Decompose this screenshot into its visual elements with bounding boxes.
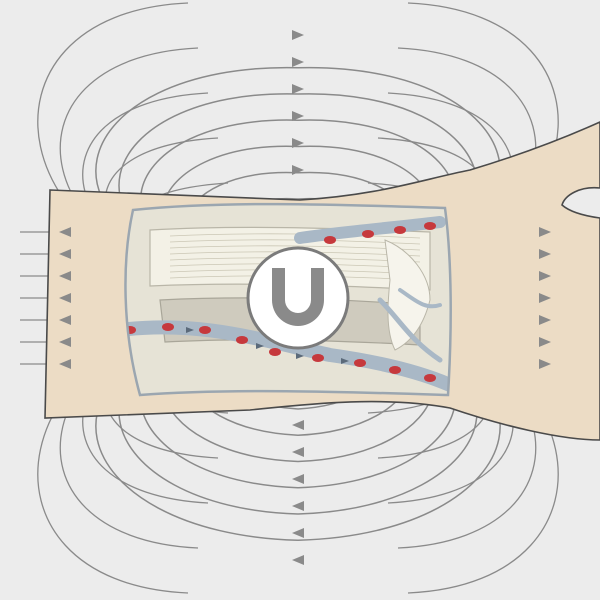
field-arrow-icon — [539, 337, 551, 347]
blood-vessel — [294, 216, 446, 244]
field-arrow-icon — [59, 315, 71, 325]
field-arrow-icon — [292, 138, 304, 148]
field-direction-arrows — [59, 30, 551, 565]
field-arrow-icon — [59, 249, 71, 259]
field-arrow-icon — [539, 249, 551, 259]
field-arrow-icon — [292, 447, 304, 457]
field-arrow-icon — [292, 111, 304, 121]
field-arrow-icon — [292, 474, 304, 484]
field-arrow-icon — [292, 165, 304, 175]
field-arrow-icon — [59, 337, 71, 347]
magnet-icon — [246, 246, 350, 350]
field-arrow-icon — [292, 555, 304, 565]
field-arrow-icon — [292, 528, 304, 538]
field-arrow-icon — [59, 249, 71, 259]
field-arrow-icon — [292, 447, 304, 457]
field-arrow-icon — [539, 359, 551, 369]
field-arrow-icon — [59, 337, 71, 347]
blood-cell — [199, 326, 211, 334]
blood-cell — [424, 222, 436, 230]
field-arrow-icon — [539, 227, 551, 237]
field-arrow-icon — [292, 138, 304, 148]
field-arrow-icon — [539, 271, 551, 281]
field-arrow-icon — [539, 227, 551, 237]
field-arrow-icon — [539, 249, 551, 259]
blood-cell — [269, 348, 281, 356]
cross-section-outline — [124, 202, 452, 397]
field-arrow-icon — [292, 57, 304, 67]
field-arrow-icon — [292, 57, 304, 67]
magnet-u-shape — [272, 268, 324, 326]
field-arrow-icon — [539, 337, 551, 347]
blood-cell — [354, 359, 366, 367]
blood-cell — [362, 230, 374, 238]
field-arrow-icon — [539, 315, 551, 325]
blood-cell — [424, 374, 436, 382]
field-arrow-icon — [539, 293, 551, 303]
blood-vessels — [125, 216, 451, 392]
blood-flow-arrow-icon — [256, 343, 264, 349]
field-arrow-icon — [292, 420, 304, 430]
field-arrow-icon — [292, 30, 304, 40]
field-arrow-icon — [59, 359, 71, 369]
field-arrow-icon — [59, 271, 71, 281]
field-arrow-icon — [539, 271, 551, 281]
field-arrow-icon — [59, 227, 71, 237]
blood-cell — [312, 354, 324, 362]
magnet-badge — [246, 246, 350, 350]
field-arrow-icon — [59, 293, 71, 303]
blood-vessel — [125, 320, 451, 392]
field-arrow-icon — [292, 165, 304, 175]
blood-flow-arrow-icon — [296, 353, 304, 359]
field-arrow-icon — [292, 111, 304, 121]
field-arrow-icon — [292, 474, 304, 484]
blood-flow-arrow-icon — [341, 358, 349, 364]
field-arrow-icon — [539, 293, 551, 303]
field-arrow-icon — [292, 528, 304, 538]
field-arrow-icon — [292, 501, 304, 511]
field-arrow-icon — [59, 293, 71, 303]
blood-vessel — [398, 288, 442, 309]
field-arrow-icon — [59, 271, 71, 281]
field-arrow-icon — [539, 359, 551, 369]
field-arrow-icon — [59, 315, 71, 325]
blood-cell — [394, 226, 406, 234]
blood-flow-arrow-icon — [186, 327, 194, 333]
field-arrow-icon — [59, 227, 71, 237]
blood-cell — [162, 323, 174, 331]
field-arrow-icon — [292, 501, 304, 511]
blood-vessel — [377, 297, 443, 363]
blood-cell — [236, 336, 248, 344]
thumb-outline — [561, 186, 600, 219]
field-arrow-icon — [539, 315, 551, 325]
field-arrow-icon — [292, 30, 304, 40]
blood-cell — [324, 236, 336, 244]
field-arrow-icon — [292, 420, 304, 430]
field-arrow-icon — [292, 84, 304, 94]
field-arrow-icon — [292, 84, 304, 94]
field-arrow-icon — [59, 359, 71, 369]
blood-cell — [389, 366, 401, 374]
field-arrow-icon — [292, 555, 304, 565]
